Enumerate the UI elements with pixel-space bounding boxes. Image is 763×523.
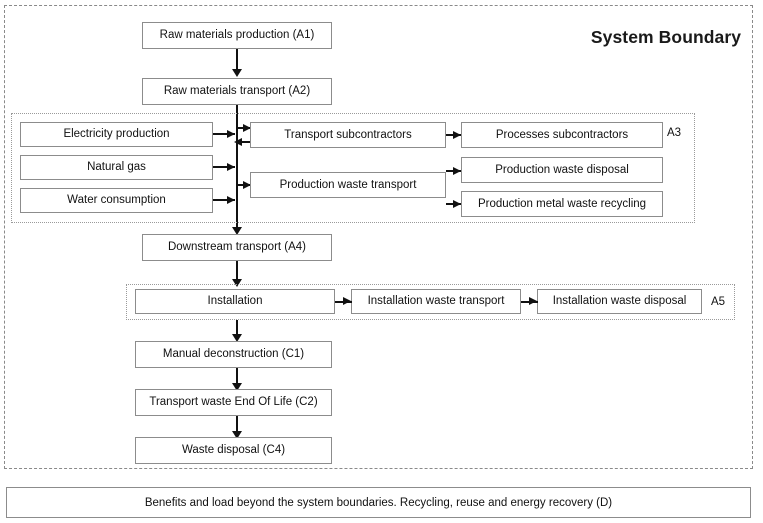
connector-c1-to-c2	[235, 368, 239, 389]
node-production-metal-waste-recycling[interactable]: Production metal waste recycling	[461, 191, 663, 217]
arrowhead-a4-to-a5	[232, 279, 242, 287]
arrowhead-installation-to-waste-transport	[343, 297, 351, 305]
connector-trunk-a2-to-a4	[235, 105, 239, 233]
connector-electricity-to-trunk	[213, 133, 235, 136]
node-electricity-production[interactable]: Electricity production	[20, 122, 213, 147]
node-benefits-and-loads-module-d[interactable]: Benefits and load beyond the system boun…	[6, 487, 751, 518]
connector-water-to-trunk	[213, 199, 235, 202]
arrowhead-water-to-trunk	[227, 195, 235, 204]
group-a5	[126, 284, 735, 320]
node-installation[interactable]: Installation	[135, 289, 335, 314]
connector-a5-to-c1	[235, 320, 239, 340]
system-boundary-title: System Boundary	[590, 26, 742, 47]
connector-transport-subcontractors-to-trunk	[236, 141, 252, 144]
connector-a4-to-a5	[235, 261, 239, 283]
connector-natural-gas-to-trunk	[213, 166, 235, 169]
arrowhead-a5-to-c1	[232, 334, 242, 342]
node-waste-disposal[interactable]: Waste disposal (C4)	[135, 437, 332, 464]
arrowhead-waste-transport-to-waste-disposal	[453, 166, 461, 175]
arrowhead-electricity-to-trunk	[227, 129, 235, 138]
node-water-consumption[interactable]: Water consumption	[20, 188, 213, 213]
node-transport-waste-end-of-life[interactable]: Transport waste End Of Life (C2)	[135, 389, 332, 416]
group-a3-label: A3	[666, 127, 682, 139]
arrowhead-trunk-to-a4	[232, 227, 242, 235]
node-installation-waste-transport[interactable]: Installation waste transport	[351, 289, 521, 314]
node-raw-materials-production[interactable]: Raw materials production (A1)	[142, 22, 332, 49]
node-downstream-transport[interactable]: Downstream transport (A4)	[142, 234, 332, 261]
node-natural-gas[interactable]: Natural gas	[20, 155, 213, 180]
arrowhead-waste-transport-to-metal-recycling	[453, 199, 461, 208]
arrowhead-waste-transport-to-installation-disposal	[529, 297, 537, 305]
arrowhead-c2-to-c4	[232, 431, 242, 439]
node-production-waste-disposal[interactable]: Production waste disposal	[461, 157, 663, 183]
connector-a1-to-a2	[235, 49, 239, 71]
connector-c2-to-c4	[235, 416, 239, 438]
node-installation-waste-disposal[interactable]: Installation waste disposal	[537, 289, 702, 314]
arrowhead-trunk-to-transport-subcontractors	[243, 123, 251, 132]
arrowhead-transport-subcontractors-to-trunk	[234, 137, 242, 146]
group-a5-label: A5	[710, 296, 726, 308]
arrowhead-trunk-to-production-waste-transport	[243, 180, 251, 189]
arrowhead-c1-to-c2	[232, 383, 242, 391]
arrowhead-transport-to-processes-subcontractors	[453, 130, 461, 139]
node-raw-materials-transport[interactable]: Raw materials transport (A2)	[142, 78, 332, 105]
node-manual-deconstruction[interactable]: Manual deconstruction (C1)	[135, 341, 332, 368]
node-processes-subcontractors[interactable]: Processes subcontractors	[461, 122, 663, 148]
node-production-waste-transport[interactable]: Production waste transport	[250, 172, 446, 198]
arrowhead-natural-gas-to-trunk	[227, 162, 235, 171]
system-boundary-frame	[4, 5, 753, 469]
arrowhead-a1-to-a2	[232, 69, 242, 77]
node-transport-subcontractors[interactable]: Transport subcontractors	[250, 122, 446, 148]
group-a3	[11, 113, 695, 223]
